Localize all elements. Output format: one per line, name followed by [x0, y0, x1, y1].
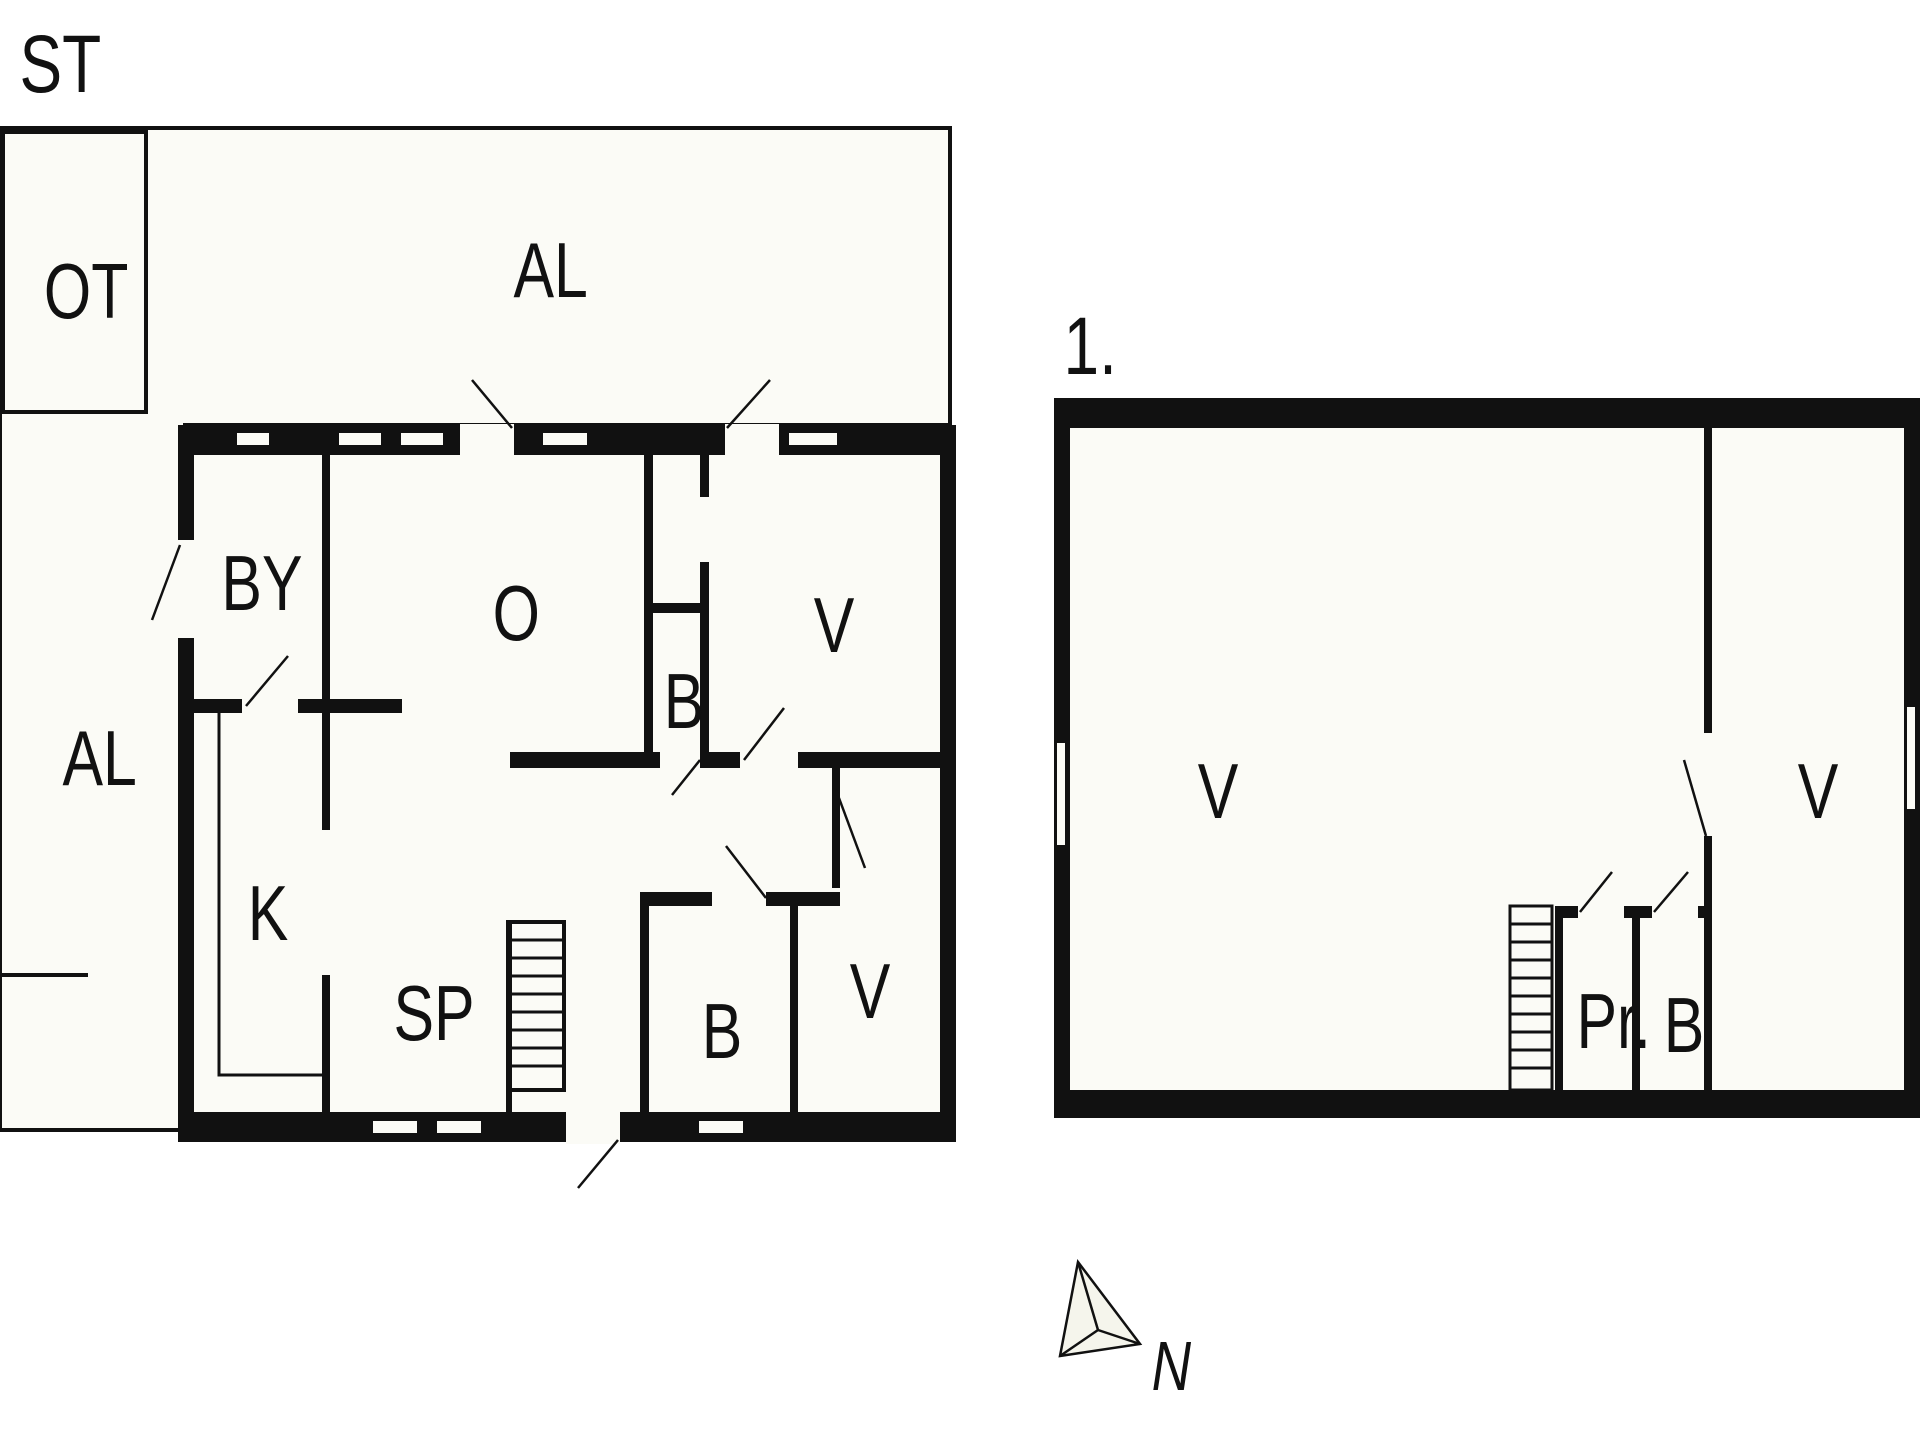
door-gap: [242, 700, 298, 712]
wall-by-k: [298, 699, 402, 713]
door-swing: [1653, 871, 1689, 913]
window: [235, 431, 271, 447]
north-arrow-icon: [1058, 1259, 1143, 1358]
kitchen-counter: [217, 713, 322, 1077]
door-gap: [566, 1110, 620, 1144]
door-swing: [1579, 871, 1613, 913]
wall-hall-top: [510, 752, 660, 768]
ground-floor-interior: [180, 425, 955, 1140]
window: [337, 431, 383, 447]
room-label-al-left: AL: [62, 715, 136, 802]
room-label-b-lower: B: [702, 988, 743, 1075]
door-swing: [577, 1139, 619, 1189]
window: [1055, 741, 1067, 847]
window: [399, 431, 445, 447]
wall-k-sp: [322, 975, 330, 1112]
first-floor-level-label: 1.: [1064, 299, 1117, 392]
compass-north-label: N: [1152, 1328, 1192, 1406]
door-swing: [150, 544, 182, 621]
door-gap: [1578, 907, 1624, 917]
door-gap: [660, 753, 700, 767]
door-swing: [834, 789, 867, 869]
wall-by-k: [194, 699, 242, 713]
wall-left: [178, 425, 194, 1142]
wall-b-lower-left: [640, 892, 649, 1112]
first-floor-interior: [1055, 398, 1920, 1118]
wall-pr-b-divider: [1632, 906, 1640, 1090]
outdoor-room-ot: [1, 130, 148, 414]
window: [541, 431, 589, 447]
wall-divider: [1704, 428, 1712, 733]
door-gap: [460, 424, 514, 456]
wall-b-top: [1698, 906, 1712, 918]
door-swing: [471, 379, 513, 429]
room-label-k: K: [248, 870, 289, 957]
window: [787, 431, 839, 447]
wall-hall-top: [700, 752, 740, 768]
room-label-sp: SP: [393, 970, 474, 1057]
wall-v-lower: [832, 768, 840, 888]
room-label-v-lower: V: [850, 948, 891, 1035]
wall-divider: [1704, 836, 1712, 1090]
door-gap: [176, 540, 196, 638]
door-gap: [712, 893, 766, 905]
window: [697, 1119, 745, 1135]
door-gap: [1652, 907, 1698, 917]
room-label-by: BY: [221, 540, 302, 627]
wall-b-lower-top: [640, 892, 712, 906]
room-label-al-top: AL: [513, 227, 587, 314]
wall-closet-top: [653, 603, 700, 613]
stairs: [1508, 904, 1554, 1092]
door-swing: [726, 379, 771, 429]
wall-by-o: [322, 455, 330, 830]
wall-closet-v: [700, 562, 709, 762]
wall-o-closet: [644, 455, 653, 763]
window: [371, 1119, 419, 1135]
door-swing: [671, 759, 701, 796]
wall-bottom: [1054, 1090, 1920, 1118]
stairs: [506, 920, 566, 1112]
room-label-v-upper: V: [814, 582, 855, 669]
room-label-pr: Pr.: [1576, 978, 1650, 1065]
door-swing: [245, 655, 289, 707]
door-swing: [743, 707, 785, 761]
room-label-v-right: V: [1798, 748, 1839, 835]
window: [1905, 705, 1917, 811]
ground-floor-level-label: ST: [20, 17, 102, 110]
wall-right: [940, 425, 956, 1142]
ground-floor: ST: [0, 17, 956, 1189]
wall-closet-v: [700, 455, 709, 497]
door-swing: [1682, 759, 1708, 837]
door-swing: [725, 845, 767, 899]
wall-hall-top: [798, 752, 940, 768]
room-label-v-big: V: [1198, 748, 1239, 835]
door-gap: [740, 753, 798, 767]
first-floor: 1. V V: [1054, 299, 1920, 1118]
room-label-ot: OT: [44, 248, 128, 335]
room-label-b: B: [1664, 982, 1705, 1069]
room-label-o: O: [493, 570, 540, 657]
room-label-b-small: B: [664, 658, 705, 745]
wall-b-lower-top: [766, 892, 840, 906]
wall-pr-left: [1555, 906, 1563, 1090]
door-gap: [725, 424, 779, 456]
window: [435, 1119, 483, 1135]
wall-top: [1054, 398, 1920, 428]
wall-b-v: [790, 892, 798, 1112]
